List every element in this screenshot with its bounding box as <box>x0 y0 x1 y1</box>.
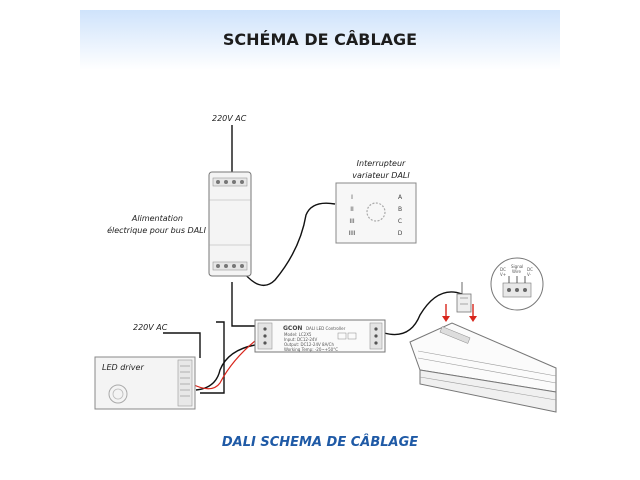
ac-label-mid: 220V AC <box>133 323 168 332</box>
led-driver <box>94 356 196 410</box>
wire-ac-to-driver <box>163 332 201 358</box>
connector-signal-sublabel: Wire <box>512 269 522 274</box>
psu-label-line2: électrique pour bus DALI <box>107 225 207 235</box>
wire-controller-to-driver-red <box>191 340 256 390</box>
page-title: SCHÉMA DE CÂBLAGE <box>222 30 418 49</box>
switch-key-iiii: IIII <box>348 230 355 237</box>
ac-label-top: 220V AC <box>212 114 247 123</box>
dimmer-dial-icon <box>366 202 386 222</box>
dali-power-supply <box>208 171 252 277</box>
switch-key-b: B <box>398 206 402 213</box>
controller-spec-line: Working Temp: -20~+50°C <box>284 347 338 352</box>
led-profile <box>409 322 557 413</box>
fan-icon <box>108 384 128 404</box>
wire-controller-to-driver-black <box>195 344 256 391</box>
bin-mark-icon <box>347 332 357 340</box>
connector-plug <box>456 293 472 313</box>
title-banner: SCHÉMA DE CÂBLAGE <box>80 10 560 70</box>
switch-key-d: D <box>398 230 403 237</box>
connector-dc-plus-label: DC <box>500 267 506 272</box>
psu-label-line1: Alimentation <box>131 214 183 223</box>
switch-key-i: I <box>351 194 353 201</box>
controller-model-text: DALI LED Controller <box>306 326 346 331</box>
dali-led-controller: GCON DALI LED Controller Model: LC2X5 In… <box>254 319 386 353</box>
connector-dc-plus-sublabel: V+ <box>500 272 506 277</box>
connector-signal-label: Signal <box>511 264 523 269</box>
wire-controller-to-connector <box>383 291 463 336</box>
ce-mark-icon <box>337 332 347 340</box>
controller-brand: GCON <box>283 325 302 332</box>
wires <box>163 125 463 394</box>
switch-key-a: A <box>398 194 403 201</box>
connector-detail: DC V+ Signal Wire DC V- <box>490 257 544 311</box>
controller-spec-line: Input: DC12-24V <box>284 337 317 342</box>
switch-key-ii: II <box>350 206 354 213</box>
wire-psu-to-switch <box>239 202 336 287</box>
wire-psu-to-controller <box>231 282 255 327</box>
dali-dimmer-switch: I A II B III C IIII D <box>335 182 417 244</box>
switch-key-c: C <box>398 218 402 225</box>
controller-spec-line: Model: LC2X5 <box>284 332 312 337</box>
connector-dc-minus-sublabel: V- <box>527 272 532 277</box>
wire-psu-to-driver <box>200 321 225 394</box>
footer-title: DALI SCHEMA DE CÂBLAGE <box>221 435 419 450</box>
switch-label-line1: Interrupteur <box>357 159 406 168</box>
switch-key-iii: III <box>349 218 355 225</box>
insert-arrows-icon <box>442 282 477 322</box>
connector-dc-minus-label: DC <box>527 267 533 272</box>
switch-label-line2: variateur DALI <box>352 171 410 180</box>
led-driver-label: LED driver <box>102 363 144 372</box>
controller-spec-line: Output: DC12-24V 8A/Ch <box>284 342 334 347</box>
